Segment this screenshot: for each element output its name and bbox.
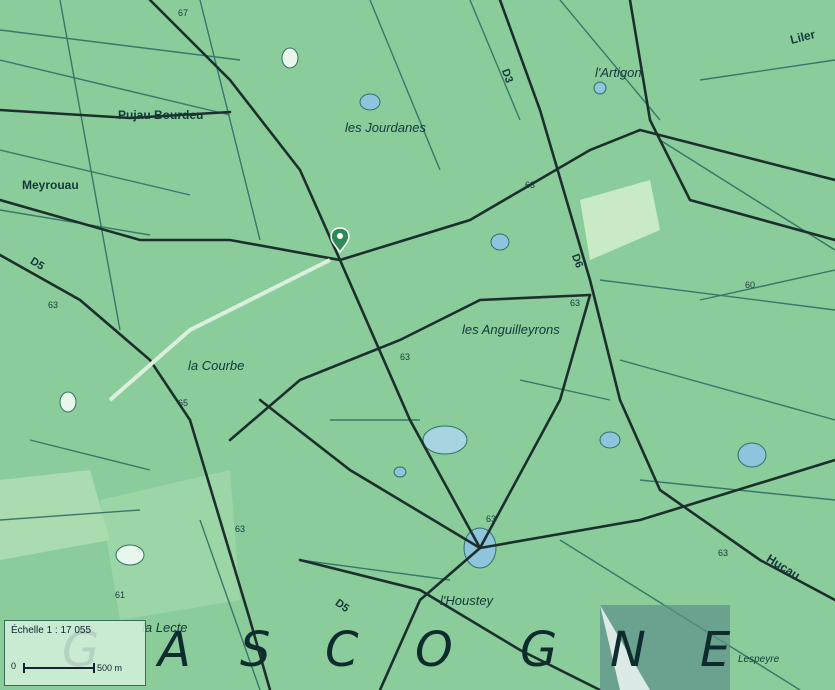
region-letter: C [325,622,361,678]
region-letter: S [240,622,273,678]
altitude-label: 61 [115,590,126,600]
scale-end: 500 m [97,663,123,673]
place-la-lecte: la Lecte [142,620,188,635]
water-bodies [59,47,767,569]
place-les-anguilleyrons: les Anguilleyrons [462,322,560,337]
region-letter: O [415,622,455,678]
place-meyrouau: Meyrouau [22,178,79,192]
scale-zero: 0 [11,661,17,671]
white-track [108,258,331,402]
altitude-label: 67 [178,8,189,18]
place-pujau-bourdeu: Pujau Bourdeu [118,108,204,122]
place-lespeyre: Lespeyre [738,654,780,665]
region-letter: N [610,622,648,678]
altitude-label: 63 [400,352,411,362]
altitude-label: 63 [235,524,246,534]
region-letter: E [700,622,733,678]
scale-bar [23,663,95,673]
altitude-label: 65 [178,398,189,408]
altitude-label: 63 [570,298,581,308]
altitude-label: 63 [486,514,497,524]
place-l-artigon: l'Artigon [595,65,642,80]
region-letter: G [520,622,560,678]
scale-label: Échelle 1 : 17 055 [11,625,92,636]
location-pin-icon [330,227,350,254]
place-la-courbe: la Courbe [188,358,245,373]
altitude-label: 63 [718,548,729,558]
place-l-houstey: l'Houstey [440,593,494,608]
place-les-jourdanes: les Jourdanes [345,120,426,135]
region-letter: A [158,622,193,678]
altitude-label: 63 [48,300,59,310]
altitude-label: 60 [745,280,756,290]
altitude-label: 63 [525,180,536,190]
map-scale: Échelle 1 : 17 055 0 500 m [4,620,146,686]
